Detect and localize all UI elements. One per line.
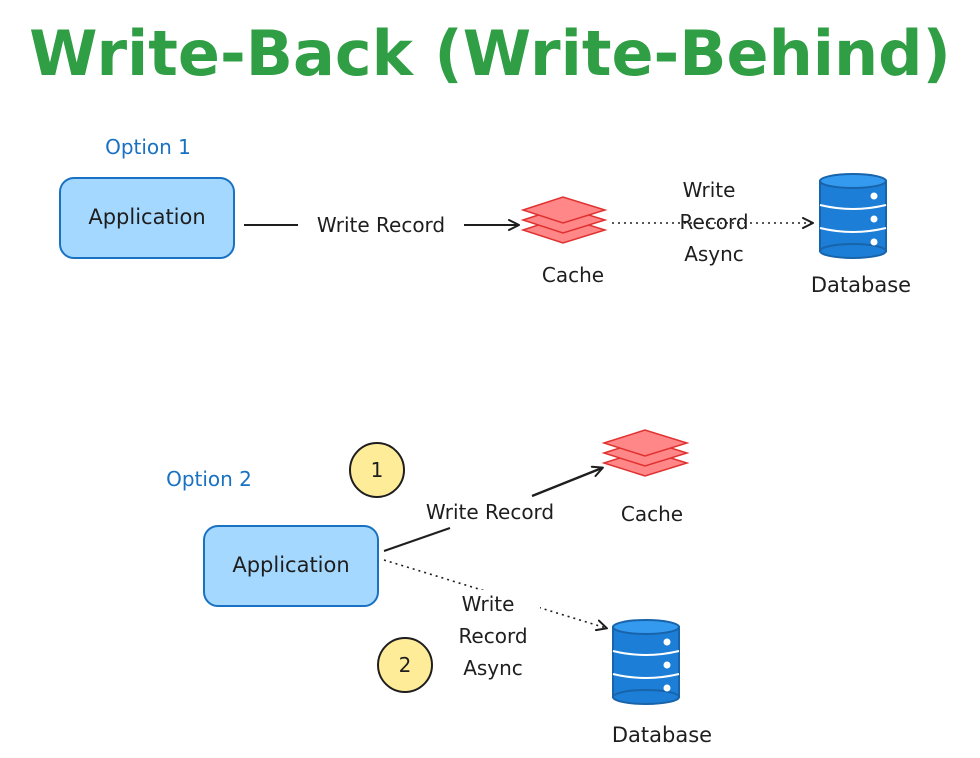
option2-async-line-1: Write xyxy=(462,592,515,616)
option2-write-record-arrow: Write Record xyxy=(383,465,604,552)
option2-async-line-3: Async xyxy=(463,656,523,680)
option2-step1-badge: 1 xyxy=(349,442,405,498)
option1-async-line-2: Record xyxy=(679,210,748,234)
option1-application-label: Application xyxy=(88,205,205,229)
option2-cache-icon xyxy=(601,429,690,477)
option2-write-record-label: Write Record xyxy=(426,500,554,524)
option1-write-record-label: Write Record xyxy=(317,213,445,237)
option2-step1-number: 1 xyxy=(371,458,384,482)
option1-database-icon xyxy=(819,173,887,259)
option2-database-label: Database xyxy=(612,723,712,747)
option2-step2-badge: 2 xyxy=(377,637,433,693)
option1-write-record-arrow: Write Record xyxy=(244,213,520,237)
option1-async-line-1: Write xyxy=(683,178,736,202)
option2-application-node: Application xyxy=(203,525,379,607)
option2-async-line-2: Record xyxy=(458,624,527,648)
option2-step2-number: 2 xyxy=(399,653,412,677)
option2-label: Option 2 xyxy=(166,467,252,491)
option1-cache-label: Cache xyxy=(542,263,604,287)
option2-cache-label: Cache xyxy=(621,502,683,526)
option1-async-line-3: Async xyxy=(684,242,744,266)
option1-database-label: Database xyxy=(811,273,911,297)
option2-database-icon xyxy=(612,619,680,705)
option1-application-node: Application xyxy=(59,177,235,259)
option2-application-label: Application xyxy=(232,553,349,577)
option2-async-arrow: Write Record Async xyxy=(383,559,608,682)
option1-async-arrow: Write Record Async xyxy=(612,178,814,266)
option1-cache-icon xyxy=(520,196,608,244)
option1-label: Option 1 xyxy=(105,135,191,159)
diagram-title: Write-Back (Write-Behind) xyxy=(29,17,951,90)
